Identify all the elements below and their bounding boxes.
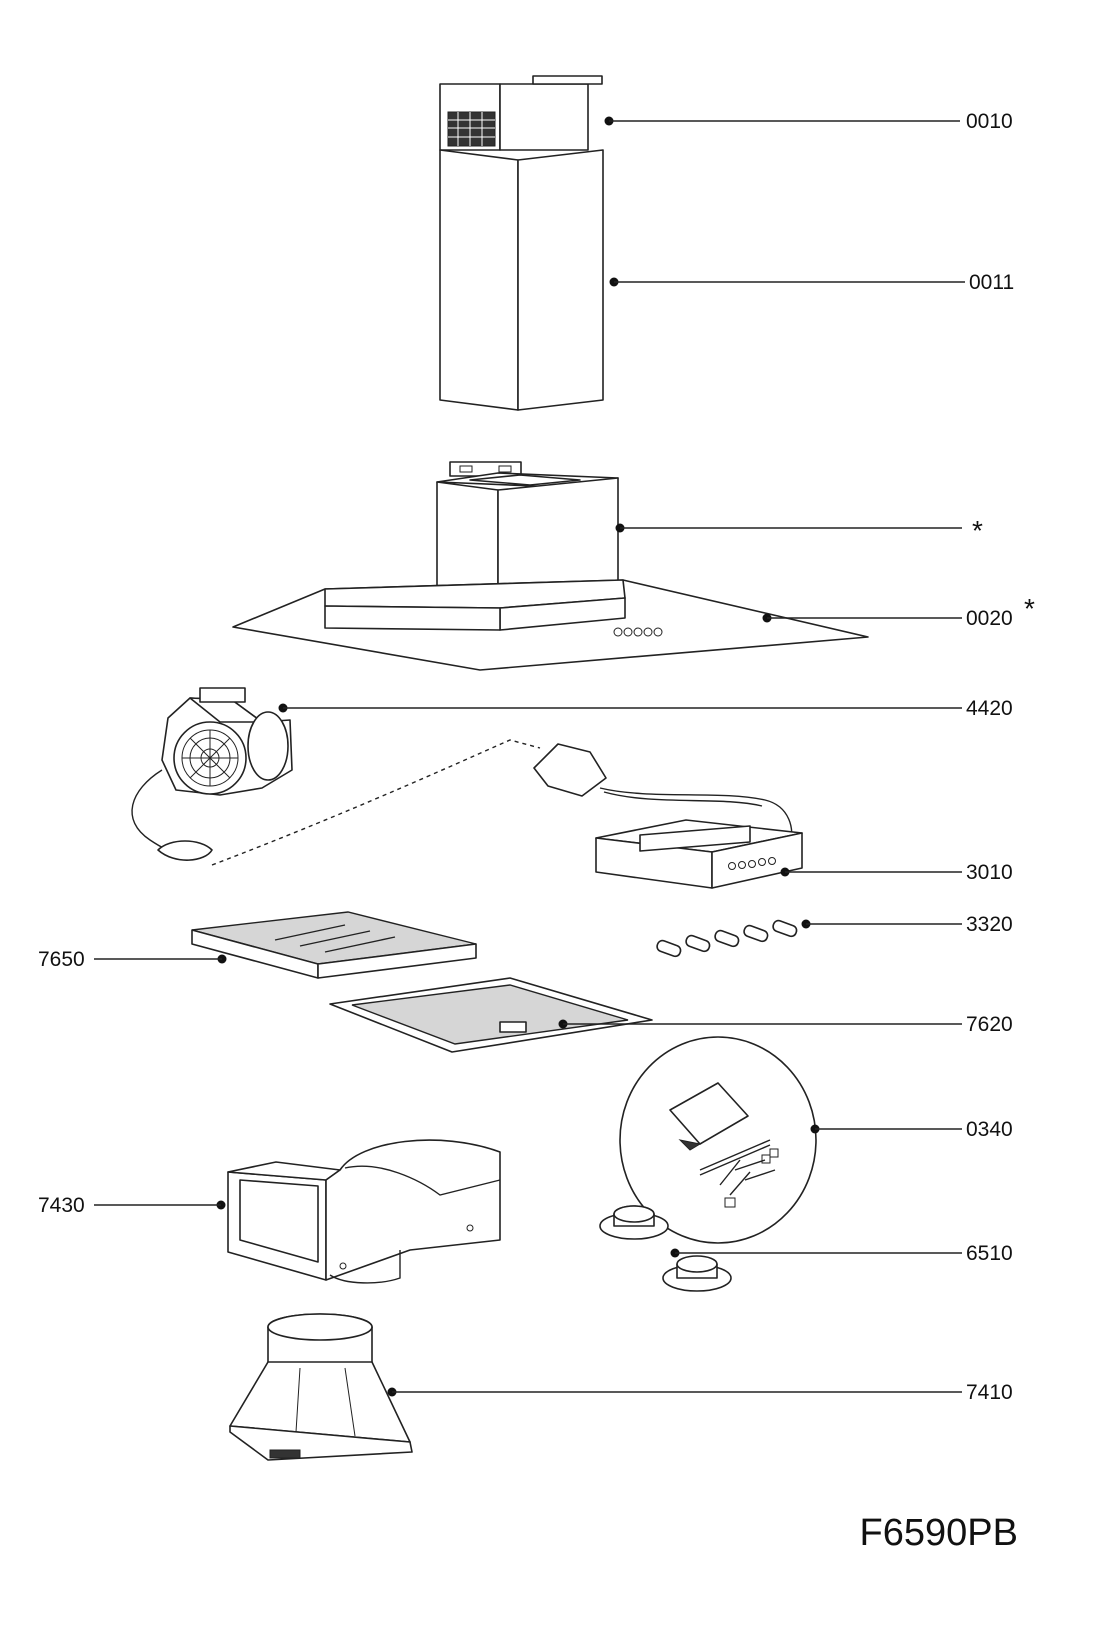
control-box-part [533,743,803,889]
control-buttons [613,627,663,637]
callout-6510: 6510 [670,1242,1013,1265]
callout-4420: 4420 [278,697,1013,720]
callout-7650: 7650 [38,948,227,971]
label-0340: 0340 [966,1118,1013,1141]
callout-0011: 0011 [609,271,1014,294]
callout-7430: 7430 [38,1194,226,1217]
fixing-kit-part [619,1036,817,1244]
label-asterisk: * [972,515,983,546]
callout-7620: 7620 [558,1013,1013,1036]
label-7620: 7620 [966,1013,1013,1036]
label-0020-asterisk: * [1024,593,1035,624]
upper-chimney-part [439,75,603,151]
model-code: F6590PB [860,1512,1018,1554]
callout-0010: 0010 [604,110,1013,133]
motor-part [131,687,541,866]
callout-7410: 7410 [387,1381,1013,1404]
label-3010: 3010 [966,861,1013,884]
label-0020: 0020 [966,607,1013,630]
lower-chimney-part [439,149,604,411]
label-0010: 0010 [966,110,1013,133]
label-7430: 7430 [38,1194,85,1217]
vent-grille [447,111,496,147]
carbon-filter-part [191,911,477,979]
grease-filter-part [329,977,653,1053]
label-3320: 3320 [966,913,1013,936]
label-0011: 0011 [969,271,1014,294]
label-7410: 7410 [966,1381,1013,1404]
duct-adapter-part [227,1139,501,1284]
lamps-part [656,919,798,958]
label-7650: 7650 [38,948,85,971]
duct-transition-part [229,1313,413,1461]
callout-3320: 3320 [801,913,1013,936]
hood-body-part [232,461,869,671]
callout-0340: 0340 [810,1118,1013,1141]
callout-3010: 3010 [780,861,1013,884]
callout-0020: 0020 * [762,593,1035,630]
wall-plugs-part [599,1205,732,1292]
label-4420: 4420 [966,697,1013,720]
callout-motor-housing: * [615,515,983,546]
label-6510: 6510 [966,1242,1013,1265]
